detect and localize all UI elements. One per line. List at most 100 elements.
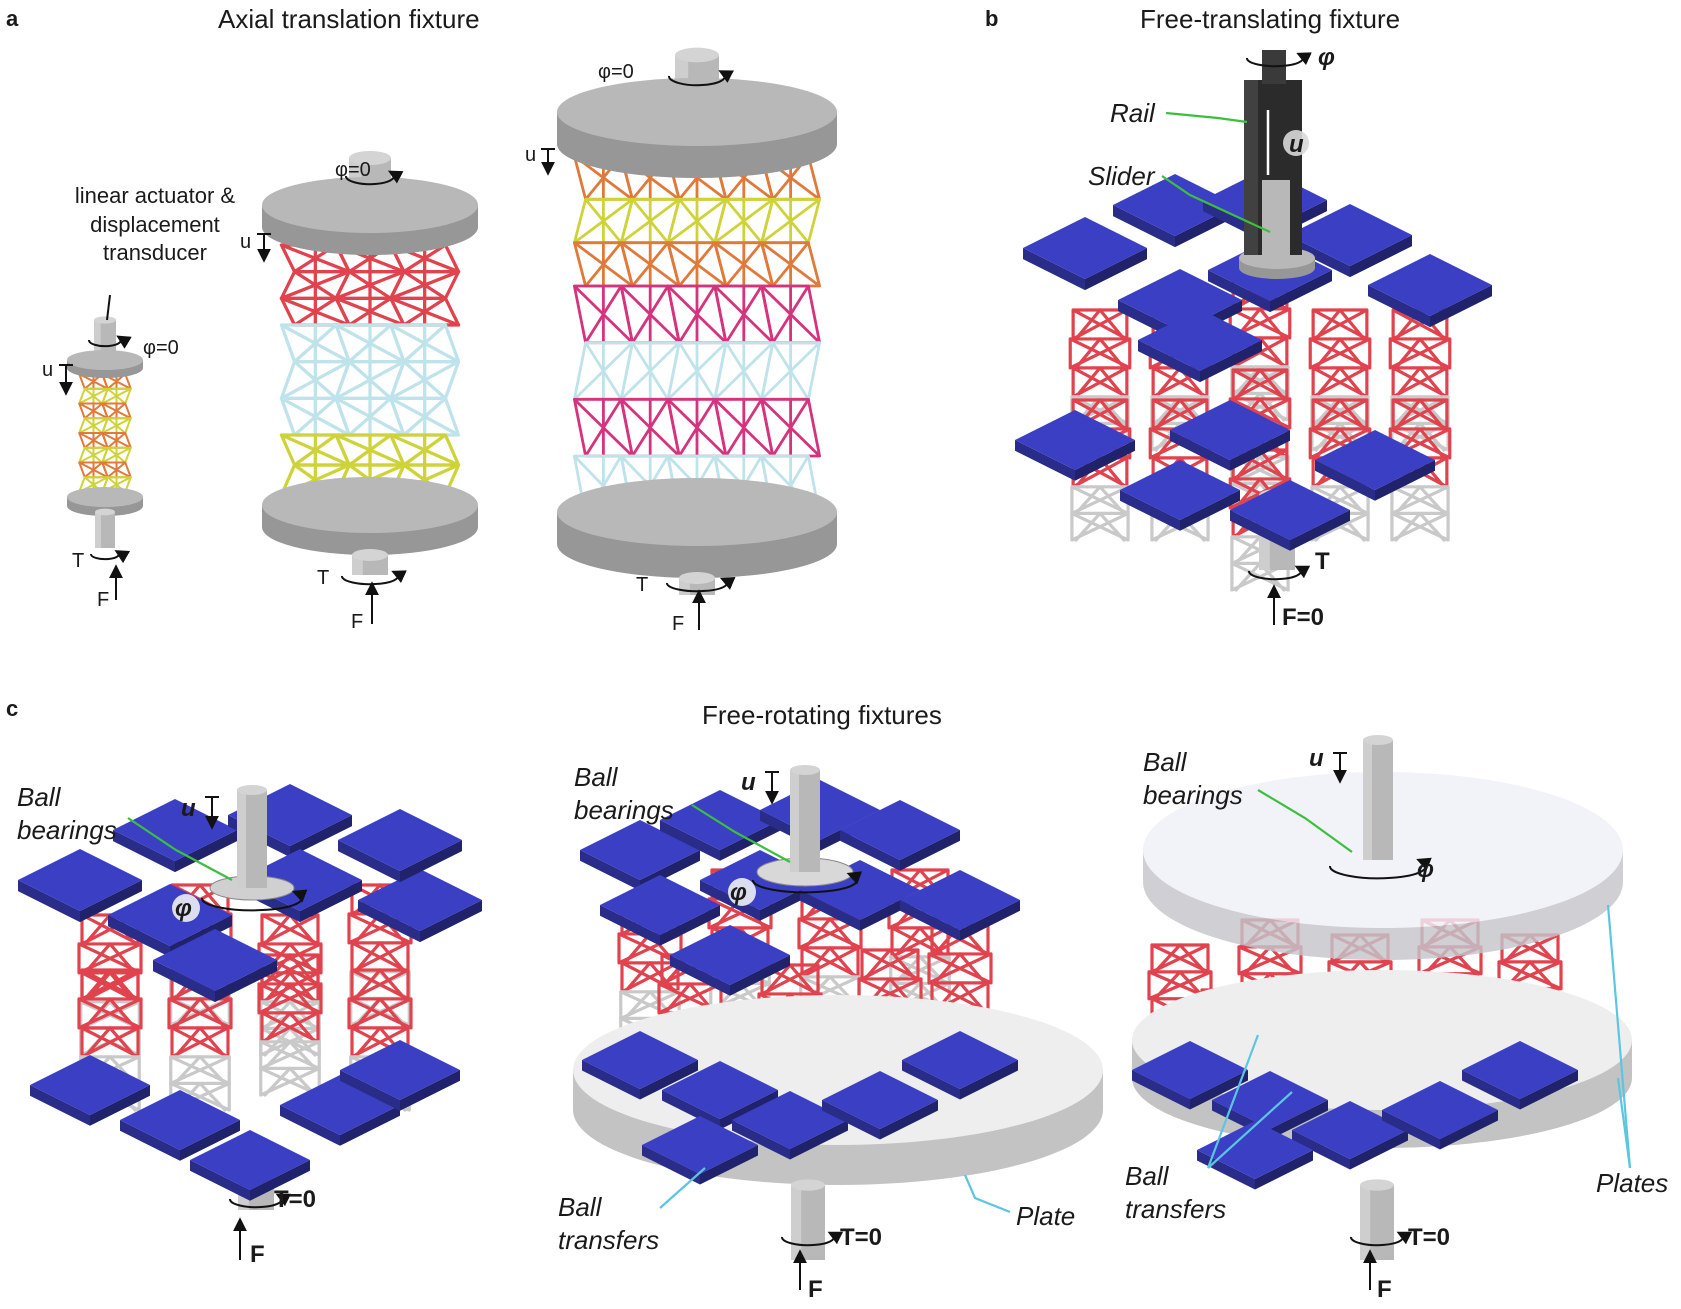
annotation-layer [59,52,1632,1290]
a-small-actuator-leader [106,294,111,321]
c1-top-tile-0 [18,849,142,923]
c1-top-tile-6 [153,929,277,1003]
c3-bottom-tile-4 [1462,1041,1578,1110]
c2-T: T=0 [840,1224,883,1251]
b-u-bubble [1283,130,1309,156]
c3-u-arrow [1333,752,1347,784]
b-T: T [1315,548,1330,575]
a-large-F: F [672,613,685,635]
c2-u-arrow [765,771,779,805]
c2-bottom-tile-4 [902,1031,1018,1100]
c1-top-tile-1 [113,799,237,873]
c2-bottom-shaft [791,1179,825,1260]
a-medium-lattice-blue [279,323,461,437]
b-top-tile-0 [1023,217,1147,291]
b-slider-leader [1161,175,1271,233]
actuator-label: linear actuator & displacement transduce… [74,183,236,266]
c2-top-shaft [790,765,820,872]
rail-label: Rail [1110,98,1155,128]
b-T-arrow [1248,565,1311,581]
c2-top-tile-8 [670,925,790,996]
panel-b-letter: b [985,6,999,31]
c3-bottom-tile-3 [1382,1081,1498,1150]
a-medium-u-arrow [257,233,271,263]
a-small-bottom-shaft [95,508,115,548]
c1-top-tile-5 [358,869,482,943]
a-large-lattice-middle [572,284,822,458]
a-small-bottom-disc [67,487,143,516]
a-small-T-arrow [90,550,131,564]
c1-bottom-tile-4 [340,1040,460,1111]
a-large-u: u [525,144,537,166]
b-bottom-tile-0 [1015,410,1135,481]
b-rail-highlight [1244,80,1258,255]
a-small-phi-arrow [88,335,132,349]
c3-plates-label: Plates [1596,1168,1669,1198]
c1-phi-arrow [201,889,308,912]
c2-bottom-tile-0 [582,1031,698,1100]
a-large-phi: φ=0 [598,61,634,83]
a-small-u-arrow [59,364,73,396]
b-u: u [1289,131,1304,158]
c2-bottom-tile-2 [732,1091,848,1160]
b-top-tile-6 [1368,254,1492,328]
c3-top-shaft [1363,735,1393,860]
c2-u: u [741,769,756,796]
c2-phi-arrow [752,871,863,894]
a-medium-bottom-disc [262,477,478,555]
b-slider [1262,180,1290,260]
c1-bearing-leader [127,817,233,881]
a-medium-T: T [317,567,330,589]
c3-u: u [1309,745,1324,772]
c2-phi-bubble [728,878,756,906]
b-bottom-tile-4 [1170,400,1290,471]
c3-T: T=0 [1408,1224,1451,1251]
c1-T: T=0 [274,1186,317,1213]
c1-F: F [250,1241,265,1268]
c3-ball-bearings-label: Ball bearings [1143,747,1243,810]
c2-plate-leader [963,1174,1011,1214]
c2-phi: φ [730,879,747,906]
c2-top-tile-3 [840,800,960,871]
fixture-layer [18,47,1632,1260]
panel-c-title: Free-rotating fixtures [702,700,942,730]
b-column-4 [1388,308,1452,452]
a-small-T: T [72,550,85,572]
b-bottom-tile-1 [1120,460,1240,531]
c3-phi-arrow [1329,857,1432,880]
a-small-top-shaft [94,316,116,352]
b-bottom-tile-2 [1230,480,1350,551]
c2-top-tile-4 [600,875,720,946]
c1-bottom-tile-1 [120,1090,240,1161]
b-bottom-tile-3 [1315,430,1435,501]
a-medium-phi-arrow [345,170,404,186]
a-small-top-disc [67,350,143,378]
a-large-top-disc [557,78,837,178]
c1-top-shaft [237,785,267,888]
c3-F: F [1377,1276,1392,1303]
c3-plates-leader-2 [1616,1077,1632,1169]
b-phi-arrow [1246,52,1312,68]
panel-b-title: Free-translating fixture [1140,4,1401,34]
c2-ball-transfers-label: Ball transfers [558,1192,660,1255]
panel-c-letter: c [6,696,19,721]
panel-a-letter: a [6,6,19,31]
c3-bottom-tile-0 [1132,1041,1248,1110]
c1-T-arrow [229,1193,292,1209]
a-medium-bottom-shaft [352,549,388,575]
b-F: F=0 [1282,604,1325,631]
a-small-lattice [78,373,132,493]
a-medium-u: u [240,231,252,253]
c1-phi: φ [175,895,192,922]
a-medium-F: F [351,611,364,633]
c1-bottom-tile-0 [30,1055,150,1126]
a-medium-top-disc [262,177,478,255]
c2-bottom-tile-5 [642,1116,758,1185]
c2-plate-label: Plate [1016,1201,1076,1231]
slider-label: Slider [1088,161,1155,191]
c1-ball-bearings-label: Ball bearings [17,782,117,845]
a-small-phi: φ=0 [143,337,179,359]
a-large-u-arrow [541,148,555,176]
